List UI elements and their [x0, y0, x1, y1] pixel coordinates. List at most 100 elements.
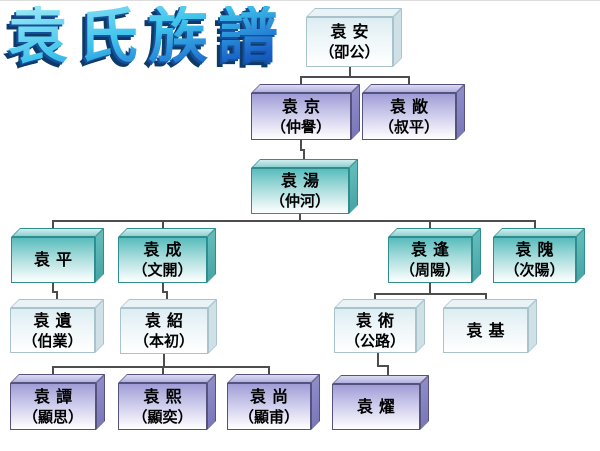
title-extrude-layer: 袁氏族譜	[6, 8, 286, 71]
box-side-face	[416, 299, 425, 353]
box-side-face	[528, 299, 537, 353]
box-front-face: 袁逢 （周陽）	[388, 237, 472, 283]
node-name: 袁尚	[249, 386, 294, 406]
node-name: 袁平	[33, 250, 78, 269]
box-front-face: 袁紹 （本初）	[120, 308, 208, 354]
connector-lines	[52, 67, 536, 376]
node-name: 袁成	[143, 240, 188, 259]
node-courtesy-name: （顯甫）	[238, 407, 299, 426]
box-side-face	[472, 228, 481, 283]
node-name: 袁京	[281, 96, 326, 116]
node-name: 袁隗	[515, 240, 560, 259]
box-front-face: 袁平	[11, 237, 95, 283]
node-courtesy-name: （伯業）	[22, 331, 83, 350]
box-top-face	[251, 84, 360, 93]
box-side-face	[351, 84, 360, 140]
box-top-face	[227, 374, 320, 383]
node-name: 袁逢	[410, 240, 455, 259]
node-courtesy-name: （次陽）	[504, 261, 565, 279]
node-name: 袁基	[466, 320, 511, 340]
node-yuan-ping: 袁平	[11, 228, 104, 283]
node-courtesy-name: （仲譽）	[270, 117, 331, 136]
box-top-face	[120, 299, 217, 308]
node-yuan-shang: 袁尚 （顯甫）	[227, 374, 320, 430]
title-extrude-layer: 袁氏族譜	[3, 11, 283, 74]
box-top-face	[306, 8, 402, 17]
node-yuan-tang: 袁湯 （仲河）	[251, 159, 358, 214]
node-courtesy-name: （周陽）	[399, 261, 460, 279]
box-top-face	[493, 228, 585, 237]
node-yuan-shao: 袁紹 （本初）	[120, 299, 217, 354]
box-top-face	[118, 228, 216, 237]
box-side-face	[208, 299, 217, 354]
box-top-face	[362, 84, 465, 93]
node-yuan-shu: 袁術 （公路）	[334, 299, 425, 353]
node-yuan-yi: 袁遺 （伯業）	[10, 299, 104, 353]
box-front-face: 袁尚 （顯甫）	[227, 383, 311, 430]
box-top-face	[10, 374, 105, 383]
box-top-face	[332, 375, 429, 384]
top-edge-line	[0, 0, 600, 1]
box-top-face	[334, 299, 425, 308]
box-front-face: 袁遺 （伯業）	[10, 308, 95, 353]
box-top-face	[118, 374, 216, 383]
node-courtesy-name: （叔平）	[378, 117, 439, 136]
box-top-face	[443, 299, 537, 308]
box-side-face	[207, 374, 216, 430]
box-top-face	[10, 299, 104, 308]
node-name: 袁湯	[280, 171, 325, 190]
box-front-face: 袁術 （公路）	[334, 308, 416, 353]
box-front-face: 袁基	[443, 308, 528, 353]
node-yuan-wei: 袁隗 （次陽）	[493, 228, 585, 283]
node-name: 袁燿	[356, 397, 401, 416]
page-title: 袁氏族譜 袁氏族譜 袁氏族譜	[3, 2, 308, 78]
node-name: 袁紹	[144, 311, 189, 330]
node-yuan-cheng: 袁成 （文開）	[118, 228, 216, 283]
node-courtesy-name: （卲公）	[319, 43, 380, 61]
box-top-face	[251, 159, 358, 168]
box-front-face: 袁安 （卲公）	[306, 17, 393, 67]
node-name: 袁敞	[389, 96, 434, 116]
box-side-face	[456, 84, 465, 140]
box-side-face	[95, 299, 104, 353]
node-name: 袁遺	[33, 310, 78, 330]
node-courtesy-name: （公路）	[344, 331, 405, 350]
box-front-face: 袁京 （仲譽）	[251, 93, 351, 140]
node-courtesy-name: （文開）	[132, 261, 193, 279]
node-yuan-an: 袁安 （卲公）	[306, 8, 402, 67]
box-front-face: 袁敞 （叔平）	[362, 93, 456, 140]
node-courtesy-name: （顯奕）	[132, 407, 193, 426]
box-side-face	[349, 159, 358, 214]
node-yuan-yao: 袁燿	[332, 375, 429, 430]
box-front-face: 袁譚 （顯思）	[10, 383, 96, 430]
box-side-face	[420, 375, 429, 430]
title-text: 袁氏族譜	[8, 2, 288, 72]
node-courtesy-name: （本初）	[133, 332, 194, 350]
node-yuan-feng: 袁逢 （周陽）	[388, 228, 481, 283]
node-yuan-chang: 袁敞 （叔平）	[362, 84, 465, 140]
box-front-face: 袁熙 （顯奕）	[118, 383, 207, 430]
node-courtesy-name: （仲河）	[269, 192, 330, 210]
node-name: 袁安	[330, 22, 375, 41]
box-side-face	[207, 228, 216, 283]
box-side-face	[576, 228, 585, 283]
box-side-face	[95, 228, 104, 283]
box-side-face	[311, 374, 320, 430]
node-yuan-xi: 袁熙 （顯奕）	[118, 374, 216, 430]
box-side-face	[96, 374, 105, 430]
box-front-face: 袁隗 （次陽）	[493, 237, 576, 283]
box-top-face	[388, 228, 481, 237]
node-name: 袁譚	[33, 386, 78, 406]
box-front-face: 袁燿	[332, 384, 420, 430]
box-top-face	[11, 228, 104, 237]
node-yuan-tan: 袁譚 （顯思）	[10, 374, 105, 430]
box-front-face: 袁湯 （仲河）	[251, 168, 349, 214]
node-yuan-ji: 袁基	[443, 299, 537, 353]
box-front-face: 袁成 （文開）	[118, 237, 207, 283]
node-name: 袁術	[355, 310, 400, 330]
node-yuan-jing: 袁京 （仲譽）	[251, 84, 360, 140]
node-courtesy-name: （顯思）	[22, 407, 83, 426]
node-name: 袁熙	[143, 386, 188, 406]
